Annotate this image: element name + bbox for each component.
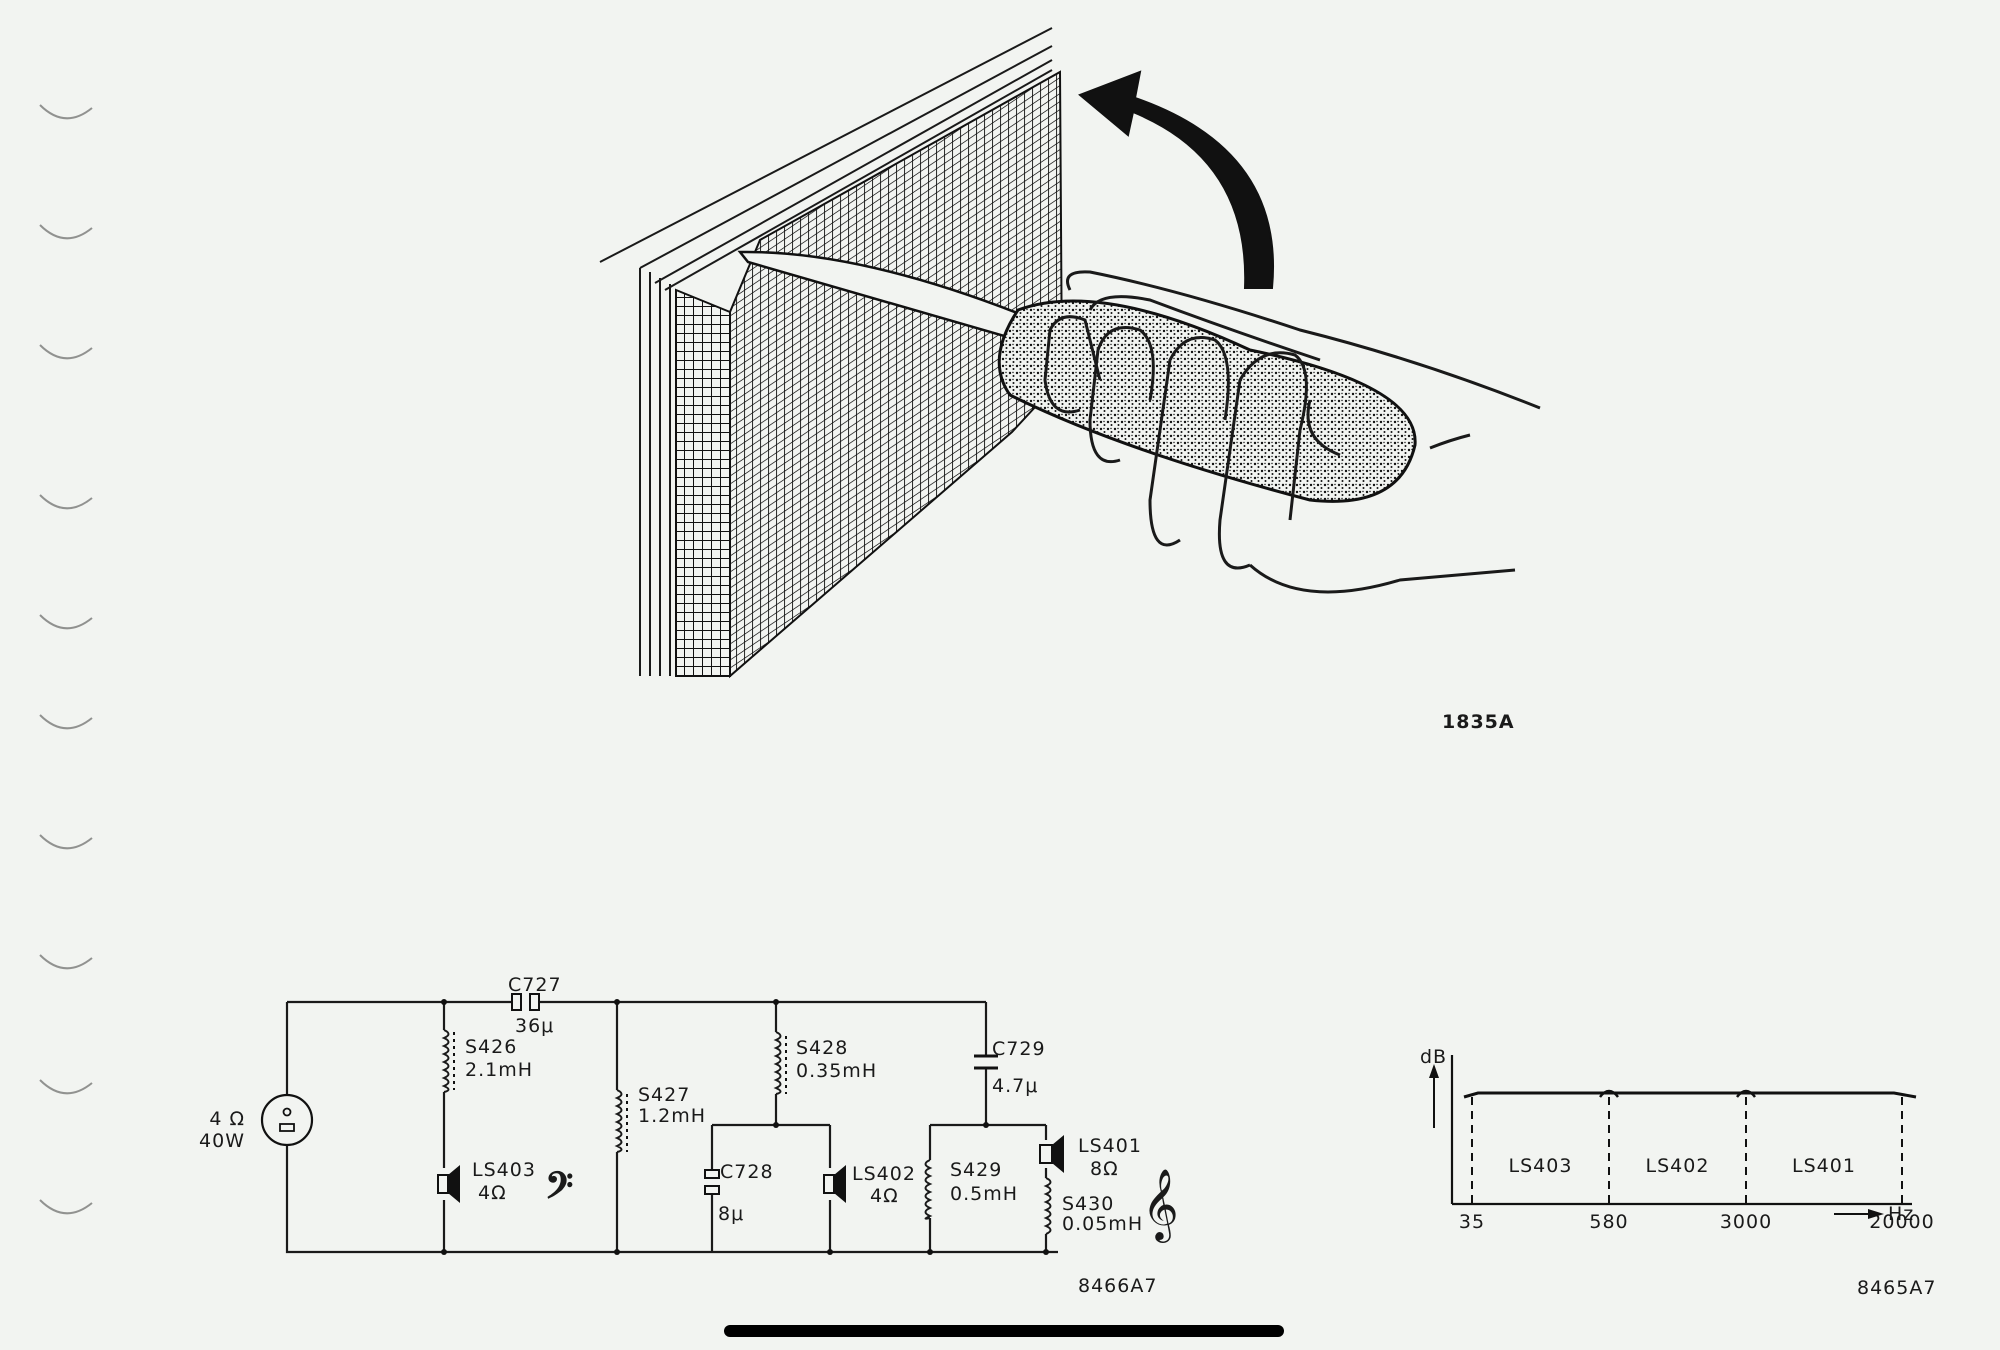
s430-name: S430: [1062, 1193, 1114, 1215]
band-label-ls403: LS403: [1509, 1155, 1573, 1177]
speaker-ls402: [823, 1165, 846, 1203]
s430-value: 0.05mH: [1062, 1213, 1143, 1235]
treble-clef-symbol: 𝄞: [1142, 1167, 1179, 1243]
ls401-value: 8Ω: [1090, 1158, 1119, 1180]
c727-value: 36μ: [515, 1015, 554, 1037]
grille-removal-illustration: 1835A: [599, 27, 1541, 733]
x-axis-arrow: [1868, 1209, 1884, 1219]
c728-value: 8μ: [718, 1203, 744, 1225]
band-label-ls402: LS402: [1646, 1155, 1710, 1177]
chart-ref: 8465A7: [1857, 1277, 1936, 1299]
cabinet-frame: [599, 27, 1053, 676]
crossover-point: [1736, 1089, 1756, 1098]
c728-name: C728: [720, 1161, 774, 1183]
binder-holes: [39, 104, 93, 1215]
ls402-name: LS402: [852, 1163, 916, 1185]
bass-clef-symbol: 𝄢: [545, 1165, 573, 1216]
knife-handle: [997, 299, 1417, 503]
c727-name: C727: [508, 974, 562, 996]
s427-value: 1.2mH: [638, 1105, 706, 1127]
s428-name: S428: [796, 1037, 848, 1059]
speaker-ls403: [437, 1165, 460, 1203]
y-axis-label: dB: [1420, 1046, 1447, 1068]
capacitor-c727: [511, 993, 540, 1011]
inductor-s430: [1043, 1177, 1052, 1235]
x-tick-label: 580: [1589, 1211, 1628, 1233]
ls403-value: 4Ω: [478, 1182, 507, 1204]
junction-dots: [441, 999, 1049, 1255]
speaker-ls401: [1039, 1135, 1064, 1173]
source-power: 40W: [199, 1130, 245, 1152]
s426-name: S426: [465, 1036, 517, 1058]
ls401-name: LS401: [1078, 1135, 1142, 1157]
crossover-schematic: 4 Ω 40W C727 36μ S426 2.1mH LS403 4Ω 𝄢 S…: [199, 974, 1179, 1297]
lift-direction-arrow: [1078, 70, 1274, 289]
ls403-name: LS403: [472, 1159, 536, 1181]
x-tick-label: 35: [1459, 1211, 1485, 1233]
c729-value: 4.7μ: [992, 1075, 1038, 1097]
source-impedance: 4 Ω: [209, 1108, 245, 1130]
c729-name: C729: [992, 1038, 1046, 1060]
schematic-wires: [285, 1000, 1058, 1254]
crossover-point: [1599, 1089, 1619, 1098]
inductor-s428: [773, 1031, 782, 1095]
response-curve: [1463, 1091, 1917, 1099]
grille-mesh-front: [675, 288, 731, 677]
home-indicator[interactable]: [724, 1325, 1284, 1337]
s429-name: S429: [950, 1159, 1002, 1181]
capacitor-c728: [704, 1169, 720, 1195]
inductor-s426: [441, 1029, 450, 1093]
frequency-response-chart: dB LS403 LS402 LS401 35 580 3000 20000 Hz 846…: [1420, 1046, 1936, 1299]
s426-value: 2.1mH: [465, 1059, 533, 1081]
illustration-ref: 1835A: [1442, 711, 1515, 733]
hand: [1043, 270, 1541, 594]
inductor-s427: [614, 1089, 623, 1153]
x-tick-label: 20000: [1869, 1211, 1934, 1233]
inductor-s429: [924, 1159, 933, 1220]
s428-value: 0.35mH: [796, 1060, 877, 1082]
input-source-symbol: [260, 1093, 314, 1147]
band-label-ls401: LS401: [1792, 1155, 1856, 1177]
s427-name: S427: [638, 1084, 690, 1106]
capacitor-c729: [974, 1054, 998, 1070]
y-axis-arrow: [1429, 1064, 1439, 1078]
s429-value: 0.5mH: [950, 1183, 1018, 1205]
ls402-value: 4Ω: [870, 1185, 899, 1207]
x-tick-label: 3000: [1720, 1211, 1772, 1233]
x-axis-label: Hz: [1888, 1203, 1914, 1225]
schematic-ref: 8466A7: [1078, 1275, 1157, 1297]
